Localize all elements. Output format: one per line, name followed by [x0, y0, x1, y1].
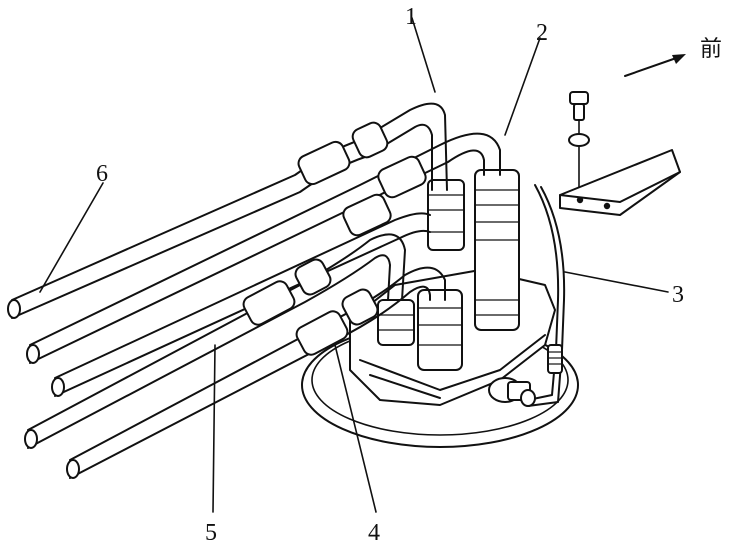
fitting-front-left	[377, 299, 415, 346]
pipe-1	[7, 102, 448, 319]
callout-1: 1	[405, 4, 417, 30]
pipe-5	[66, 266, 446, 479]
callout-6: 6	[96, 161, 108, 187]
washer	[568, 133, 590, 201]
direction-label: 前	[700, 37, 722, 62]
pipe-2	[26, 132, 501, 364]
fitting-front-right	[417, 289, 463, 371]
callout-4: 4	[368, 520, 380, 543]
callout-3: 3	[672, 282, 684, 308]
mounting-screw	[569, 91, 589, 136]
callout-5: 5	[205, 520, 217, 543]
fitting-rear-right	[474, 169, 520, 331]
mounting-bracket	[559, 149, 681, 216]
direction-arrow	[624, 54, 686, 77]
callout-leaders	[39, 17, 669, 513]
temperature-sensor	[488, 184, 566, 407]
fitting-rear-left	[427, 179, 465, 251]
pipe-4	[24, 233, 406, 449]
callout-2: 2	[536, 20, 548, 46]
